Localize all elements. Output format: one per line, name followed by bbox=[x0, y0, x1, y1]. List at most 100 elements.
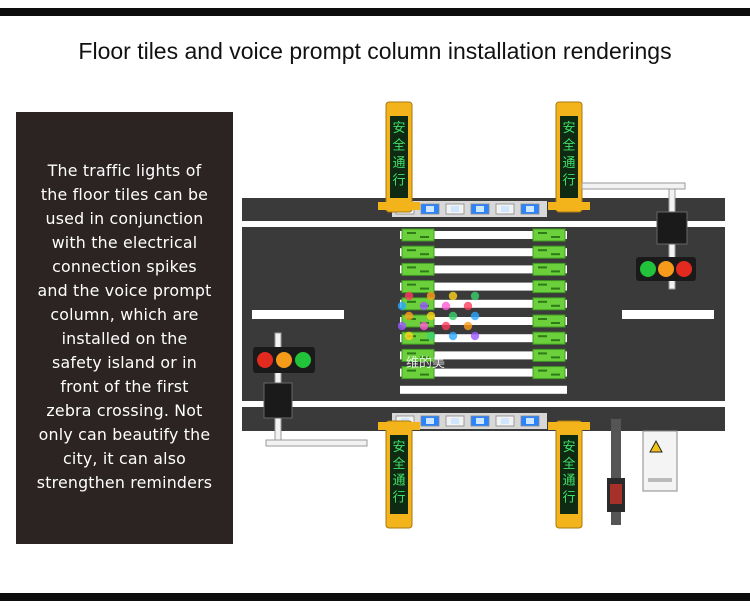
right-countdown-display bbox=[656, 211, 688, 245]
electrical-box-label bbox=[648, 478, 672, 482]
floor-tile-marking bbox=[551, 253, 560, 256]
left-countdown-display bbox=[263, 382, 293, 419]
floor-tile-left bbox=[401, 262, 435, 276]
floor-tile-marking bbox=[420, 356, 429, 359]
floor-tile-marking bbox=[420, 270, 429, 273]
led-stud-lens bbox=[526, 418, 534, 424]
floor-tile-marking bbox=[551, 270, 560, 273]
description-panel: The traffic lights of the floor tiles ca… bbox=[16, 112, 233, 544]
floor-tile-marking bbox=[407, 266, 416, 269]
led-stud-lens bbox=[426, 206, 434, 212]
column-screen bbox=[390, 435, 408, 514]
watermark-dot bbox=[448, 311, 458, 321]
floor-tile-right bbox=[532, 280, 566, 294]
floor-tile-group bbox=[401, 228, 566, 380]
column-screen-char: 通 bbox=[562, 156, 575, 171]
column-screen bbox=[560, 116, 578, 198]
floor-tile-marking bbox=[407, 283, 416, 286]
floor-tile-left bbox=[401, 280, 435, 294]
column-screen-char: 行 bbox=[392, 490, 405, 505]
zebra-stripe bbox=[400, 351, 567, 360]
left-light-red bbox=[257, 352, 273, 368]
column-screen-char: 全 bbox=[392, 456, 405, 472]
floor-tile-marking bbox=[407, 369, 416, 372]
floor-tile-left bbox=[401, 228, 435, 242]
road-edge-line-top bbox=[242, 221, 725, 227]
floor-tile-marking bbox=[407, 232, 416, 234]
column-base bbox=[548, 422, 590, 430]
right-light-green bbox=[640, 261, 656, 277]
watermark-dot bbox=[441, 321, 451, 331]
description-text: The traffic lights of the floor tiles ca… bbox=[16, 159, 233, 495]
right-light-amber bbox=[658, 261, 674, 277]
zebra-stripe bbox=[400, 368, 567, 377]
watermark-text: 维的美 bbox=[406, 356, 446, 371]
column-screen-char: 行 bbox=[562, 490, 575, 505]
watermark-dot bbox=[397, 321, 407, 331]
led-stud-lens bbox=[526, 206, 534, 212]
floor-tile-marking bbox=[538, 266, 547, 269]
road-edge-line-bottom bbox=[242, 401, 725, 407]
watermark-dot bbox=[463, 301, 473, 311]
floor-tile-marking bbox=[538, 249, 547, 252]
led-stud-lens bbox=[451, 206, 459, 212]
description-line: zebra crossing. Not bbox=[46, 401, 203, 420]
floor-tile-marking bbox=[551, 356, 560, 359]
column-screen-char: 安 bbox=[392, 121, 405, 136]
description-line: installed on the bbox=[61, 329, 188, 348]
watermark-dot bbox=[448, 291, 458, 301]
led-stud-lens bbox=[426, 418, 434, 424]
watermark-dot bbox=[470, 331, 480, 341]
description-line: safety island or in bbox=[52, 353, 197, 372]
floor-tile-marking bbox=[420, 373, 429, 376]
watermark-dot bbox=[404, 291, 414, 301]
voice-pole-red-text bbox=[610, 484, 622, 504]
watermark-dot bbox=[441, 301, 451, 311]
column-base bbox=[548, 202, 590, 210]
led-stud-lens bbox=[476, 206, 484, 212]
column-screen-char: 全 bbox=[562, 138, 575, 154]
left-traffic-light bbox=[253, 332, 368, 447]
right-traffic-light bbox=[581, 182, 696, 290]
floor-tile-marking bbox=[538, 283, 547, 286]
description-line: The traffic lights of bbox=[47, 161, 202, 180]
floor-tile-marking bbox=[551, 304, 560, 307]
column-screen-char: 行 bbox=[562, 174, 575, 189]
floor-tile-marking bbox=[551, 373, 560, 376]
zebra-stripe bbox=[400, 299, 567, 308]
floor-tile-right bbox=[532, 228, 566, 242]
floor-tile-marking bbox=[538, 335, 547, 338]
floor-tile-marking bbox=[538, 318, 547, 320]
floor-tile-marking bbox=[538, 352, 547, 355]
column-screen bbox=[390, 116, 408, 198]
description-line: used in conjunction bbox=[45, 209, 204, 228]
warning-triangle-icon bbox=[649, 439, 663, 453]
floor-tile-marking bbox=[407, 249, 416, 252]
description-line: connection spikes bbox=[52, 257, 197, 276]
watermark-logo bbox=[397, 291, 480, 341]
column-screen-char: 安 bbox=[392, 440, 405, 455]
electrical-box bbox=[642, 430, 678, 492]
left-light-green bbox=[295, 352, 311, 368]
column-base bbox=[378, 422, 420, 430]
watermark-dot bbox=[470, 291, 480, 301]
watermark-dot bbox=[426, 291, 436, 301]
zebra-stripe bbox=[400, 317, 567, 325]
zebra-stripe bbox=[400, 248, 567, 257]
floor-tile-left bbox=[401, 245, 435, 259]
floor-tile-marking bbox=[551, 322, 560, 324]
voice-pole bbox=[607, 419, 625, 525]
left-light-amber bbox=[276, 352, 292, 368]
lane-divider-right bbox=[622, 310, 714, 319]
led-stud-lens bbox=[476, 418, 484, 424]
right-light-red bbox=[676, 261, 692, 277]
floor-tile-marking bbox=[551, 287, 560, 290]
zebra-stripe bbox=[400, 282, 567, 291]
floor-tile-marking bbox=[420, 236, 429, 238]
description-line: with the electrical bbox=[51, 233, 198, 252]
watermark-dot bbox=[419, 321, 429, 331]
floor-tile-marking bbox=[551, 339, 560, 342]
